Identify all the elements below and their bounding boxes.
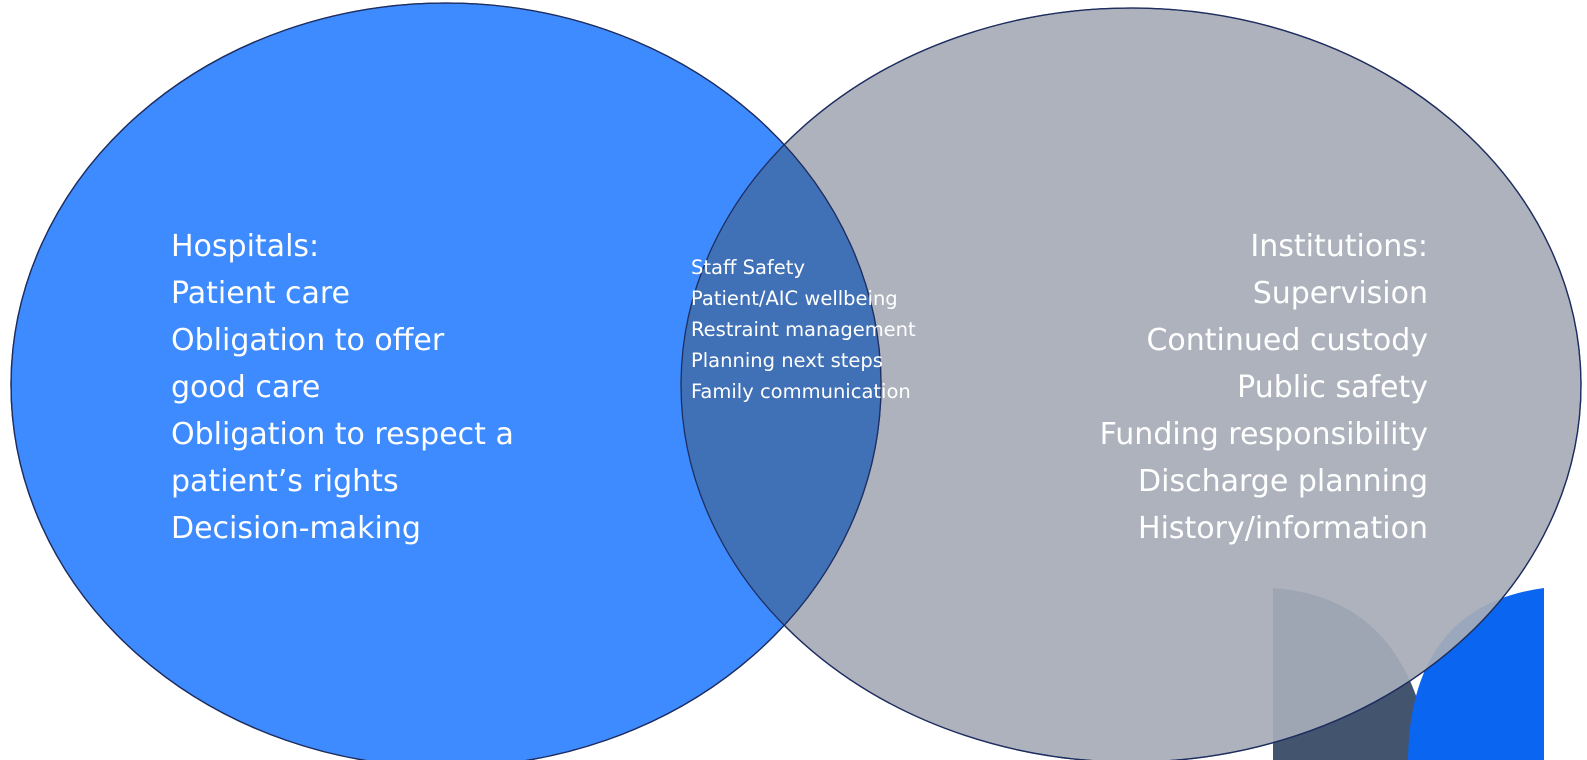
overlap-line: Planning next steps (691, 349, 883, 372)
overlap-line: Restraint management (691, 318, 916, 341)
overlap-line: Patient/AIC wellbeing (691, 287, 898, 310)
overlap-line: Family communication (691, 380, 911, 403)
right-set-line: Supervision (1252, 276, 1428, 311)
left-set-line: Obligation to offer (171, 323, 445, 358)
right-set-outline (680, 7, 1582, 760)
left-set-outline (10, 2, 882, 760)
decor-blue-leaf (1408, 588, 1544, 760)
left-set-line: patient’s rights (171, 464, 399, 499)
right-set-line: Public safety (1237, 370, 1428, 405)
overlap-line: Staff Safety (691, 256, 805, 279)
left-set-line: good care (171, 370, 321, 405)
right-set-line: Discharge planning (1138, 464, 1428, 499)
right-set-line: Institutions: (1250, 229, 1428, 264)
left-set-line: Patient care (171, 276, 351, 311)
left-set-line: Obligation to respect a (171, 417, 514, 452)
left-set-line: Hospitals: (171, 229, 320, 264)
right-set-line: Continued custody (1146, 323, 1428, 358)
right-set-line: History/information (1138, 511, 1428, 546)
left-set-line: Decision-making (171, 511, 421, 546)
right-set-line: Funding responsibility (1099, 417, 1428, 452)
